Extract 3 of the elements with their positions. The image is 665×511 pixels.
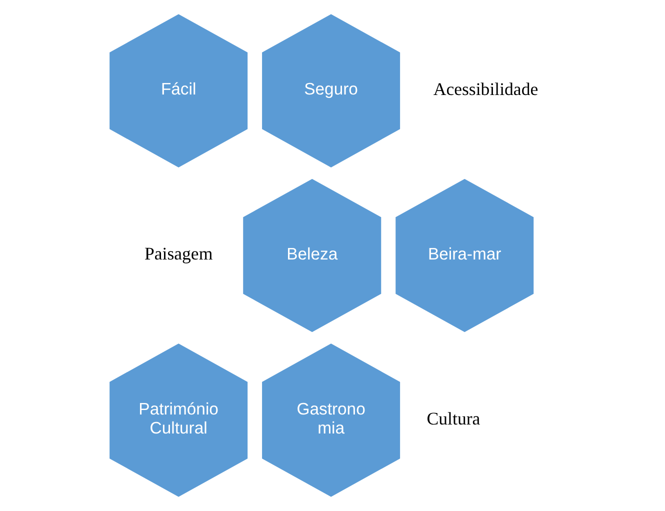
label: Cultura [426,408,480,428]
label: Paisagem [144,244,212,264]
label: Acessibilidade [432,79,538,100]
